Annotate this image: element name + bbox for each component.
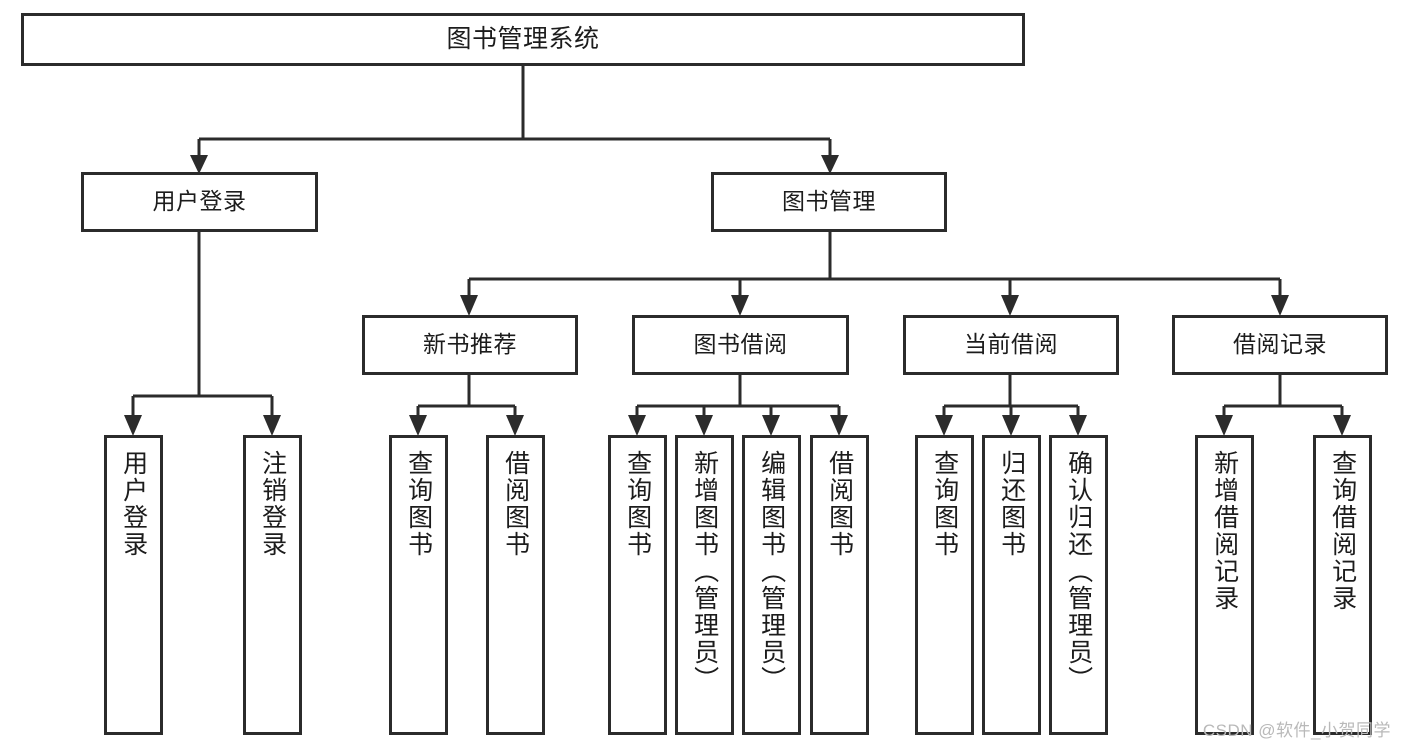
node-label: 用户登录 [152,188,247,215]
csdn-watermark: CSDN @软件_小贺同学 [1202,721,1391,740]
leaf-user-login-logout[interactable]: 注销登录 [243,435,302,735]
node-label: 新书推荐 [423,331,517,358]
node-label: 编辑图书（管理员） [757,450,786,693]
node-label: 借阅图书 [501,450,530,558]
leaf-current-borrow-confirm-return[interactable]: 确认归还（管理员） [1049,435,1108,735]
leaf-current-borrow-query[interactable]: 查询图书 [915,435,974,735]
node-label: 查询借阅记录 [1328,450,1357,612]
node-label: 图书借阅 [693,331,788,358]
node-label: 确认归还（管理员） [1064,450,1093,693]
leaf-new-book-query[interactable]: 查询图书 [389,435,448,735]
leaf-borrow-record-query[interactable]: 查询借阅记录 [1313,435,1372,735]
node-label: 新增借阅记录 [1210,450,1239,612]
node-label: 注销登录 [258,450,287,558]
node-label: 查询图书 [404,450,433,558]
leaf-user-login-login[interactable]: 用户登录 [104,435,163,735]
node-user-login[interactable]: 用户登录 [81,172,318,232]
node-label: 图书管理系统 [446,24,600,53]
node-label: 查询图书 [623,450,652,558]
node-new-book-recommend[interactable]: 新书推荐 [362,315,578,375]
leaf-book-borrow-query[interactable]: 查询图书 [608,435,667,735]
node-book-borrow[interactable]: 图书借阅 [632,315,849,375]
node-current-borrow[interactable]: 当前借阅 [903,315,1119,375]
node-label: 借阅图书 [825,450,854,558]
node-label: 借阅记录 [1233,331,1327,358]
node-book-management[interactable]: 图书管理 [711,172,947,232]
node-label: 归还图书 [997,450,1026,558]
node-label: 图书管理 [782,188,876,215]
leaf-current-borrow-return[interactable]: 归还图书 [982,435,1041,735]
node-borrow-record[interactable]: 借阅记录 [1172,315,1388,375]
leaf-book-borrow-borrow[interactable]: 借阅图书 [810,435,869,735]
leaf-book-borrow-add[interactable]: 新增图书（管理员） [675,435,734,735]
node-label: 查询图书 [930,450,959,558]
leaf-borrow-record-add[interactable]: 新增借阅记录 [1195,435,1254,735]
node-label: 用户登录 [119,450,148,558]
node-label: 新增图书（管理员） [690,450,719,693]
leaf-new-book-borrow[interactable]: 借阅图书 [486,435,545,735]
node-label: 当前借阅 [964,331,1058,358]
node-root-book-management-system[interactable]: 图书管理系统 [21,13,1025,66]
leaf-book-borrow-edit[interactable]: 编辑图书（管理员） [742,435,801,735]
